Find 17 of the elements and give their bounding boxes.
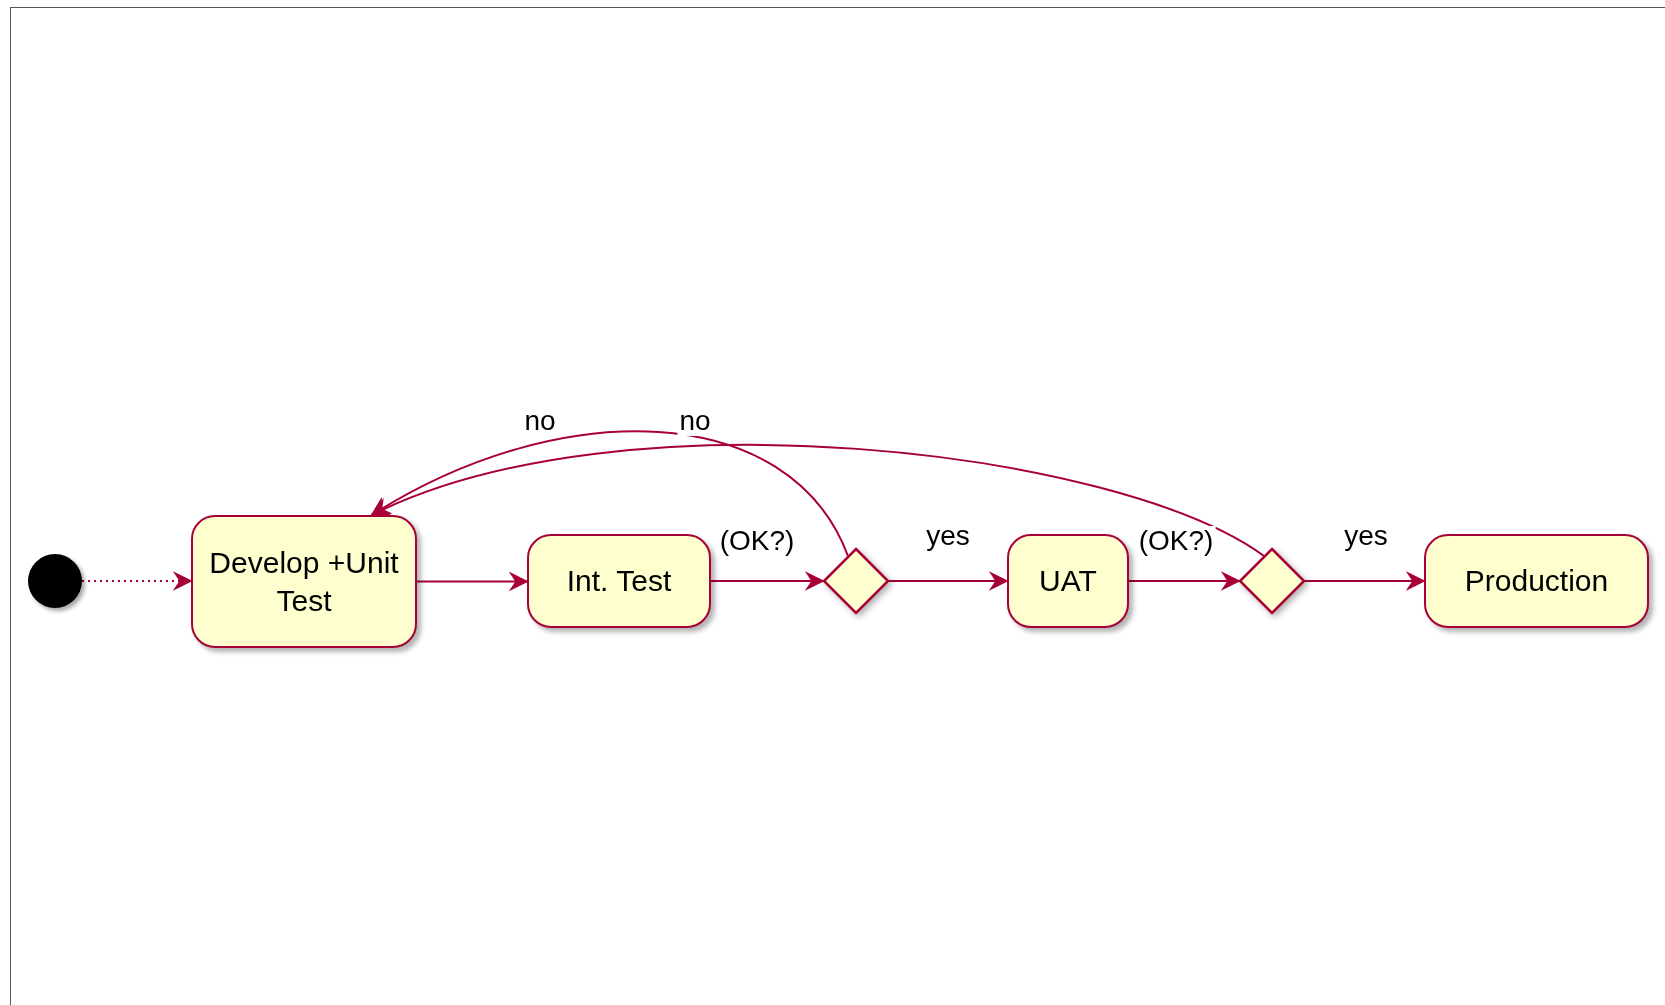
activity-box	[1007, 534, 1129, 628]
arrow	[888, 571, 1009, 591]
arrow	[370, 444, 1265, 557]
activity-label: UAT	[1039, 563, 1097, 599]
activity-box	[191, 515, 417, 648]
arrow	[1128, 571, 1241, 591]
arrow	[416, 571, 529, 592]
activity-box	[1424, 534, 1649, 628]
arrow	[81, 571, 193, 591]
activity-box	[527, 534, 711, 628]
activity-label: Int. Test	[566, 563, 672, 599]
arrow	[370, 431, 849, 557]
start-node	[28, 554, 82, 608]
arrow	[1304, 571, 1426, 591]
arrow	[710, 571, 825, 591]
activity-label: Production	[1464, 563, 1609, 599]
activity-label: Develop +Unit Test	[208, 544, 400, 619]
